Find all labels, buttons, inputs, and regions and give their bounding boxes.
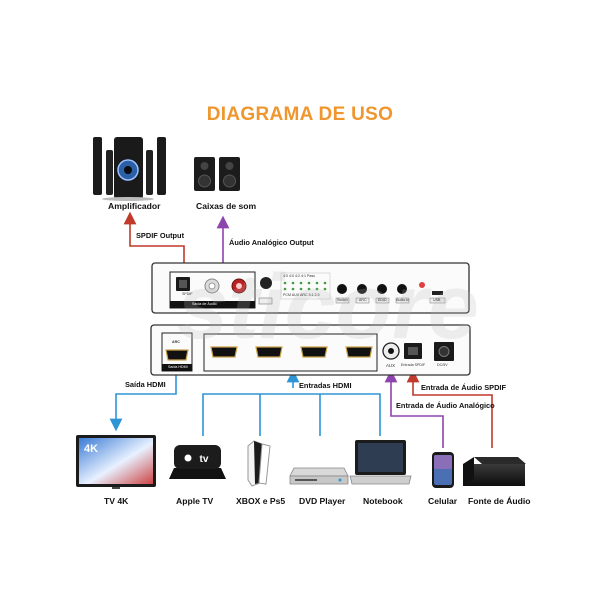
analog-output-label: Áudio Analógico Output xyxy=(229,238,314,247)
diagram-title: DIAGRAMA DE USO xyxy=(206,104,394,125)
dc-port-label: DC/5V xyxy=(437,363,448,367)
edid-button-label: EDID xyxy=(378,298,387,302)
matrix-led xyxy=(323,287,327,291)
phone-analog-line xyxy=(384,369,444,448)
usb-port-label: USB xyxy=(433,298,441,302)
audio-in-button-label: Audio In xyxy=(396,298,410,302)
switch-button-label: Switch xyxy=(337,298,348,302)
aux-port-label: AUX xyxy=(386,363,396,368)
notebook-icon xyxy=(349,440,412,485)
bookshelf-speakers-icon xyxy=(194,157,240,191)
source-spdif-line xyxy=(406,369,493,448)
matrix-row-1: 4:0 4:0 4:2 4:1 Pass xyxy=(283,274,315,278)
matrix-led xyxy=(299,281,303,285)
matrix-led xyxy=(283,281,287,285)
hdmi-out-port-label: Saída HDMI xyxy=(168,365,188,369)
xbox-ps5-label: XBOX e Ps5 xyxy=(236,496,286,506)
spdif-output-label: SPDIF Output xyxy=(136,231,185,240)
hdmi-inputs-lines xyxy=(202,369,381,436)
watermark: sticore xyxy=(177,256,479,358)
smartphone-icon xyxy=(432,452,454,488)
hdmi-output-label: Saída HDMI xyxy=(125,380,166,389)
device-front-panel xyxy=(151,262,470,314)
tv-label: TV 4K xyxy=(104,496,129,506)
audio-source-label: Fonte de Áudio xyxy=(468,496,531,506)
analog-input-label: Entrada de Áudio Analógico xyxy=(396,401,495,410)
amplifier-speaker-set-icon xyxy=(93,137,166,201)
matrix-leds xyxy=(283,281,327,291)
matrix-led xyxy=(307,281,311,285)
phone-label: Celular xyxy=(428,496,458,506)
arc-port-label: ARC xyxy=(172,340,180,344)
spdif-in-port-label: Entrada SPDIF xyxy=(401,363,426,367)
apple-tv-label: Apple TV xyxy=(176,496,214,506)
apple-tv-icon: tv xyxy=(169,445,226,479)
matrix-led xyxy=(307,287,311,291)
notebook-label: Notebook xyxy=(363,496,403,506)
tv-4k-icon: 4K xyxy=(76,435,156,489)
ps5-console-icon xyxy=(247,440,271,487)
device-back-panel xyxy=(150,324,471,376)
dvd-player-icon xyxy=(289,467,349,485)
matrix-led xyxy=(291,281,295,285)
matrix-led xyxy=(323,281,327,285)
amplifier-label: Amplificador xyxy=(108,201,161,211)
apple-tv-logo-text: tv xyxy=(200,454,209,465)
matrix-row-2: PCM AUX ARC 3:1 2:3 xyxy=(283,293,320,297)
hdmi-inputs-label: Entradas HDMI xyxy=(299,381,352,390)
front-spdif-port-label: SPDIF xyxy=(182,292,193,296)
audio-source-box-icon xyxy=(463,457,526,486)
matrix-led xyxy=(315,281,319,285)
hdmi-output-line xyxy=(109,373,177,432)
front-audio-out-label: Saída de Áudio xyxy=(192,302,217,306)
speakers-label: Caixas de som xyxy=(196,201,257,211)
tv-screen-text: 4K xyxy=(84,443,98,455)
matrix-led xyxy=(299,287,303,291)
arc-button-label: ARC xyxy=(359,298,367,302)
dvd-player-label: DVD Player xyxy=(299,496,346,506)
matrix-led xyxy=(315,287,319,291)
matrix-led xyxy=(283,287,287,291)
matrix-led xyxy=(291,287,295,291)
spdif-input-label: Entrada de Áudio SPDIF xyxy=(421,383,506,392)
